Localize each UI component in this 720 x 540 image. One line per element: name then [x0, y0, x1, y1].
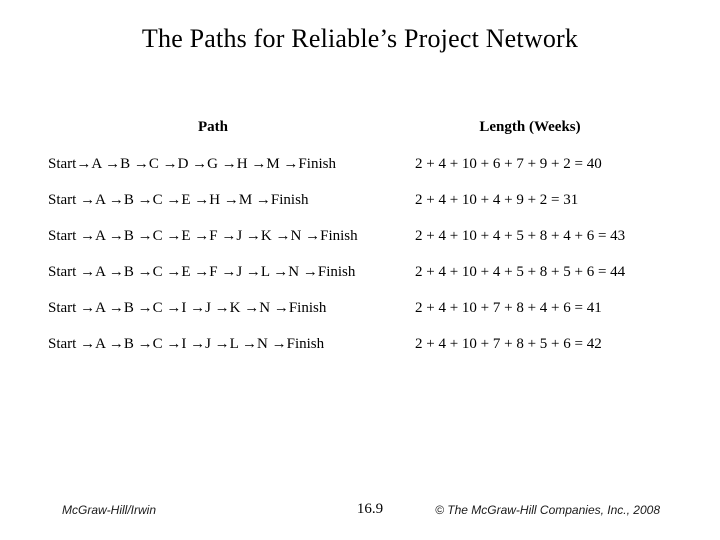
length-cell: 2 + 4 + 10 + 4 + 5 + 8 + 4 + 6 = 43: [415, 228, 626, 244]
path-cell: Start →A →B →C →E →H →M →Finish: [48, 192, 309, 208]
footer-publisher: McGraw-Hill/Irwin: [62, 503, 156, 517]
table-row: Start →A →B →C →I →J →L →N →Finish 2 + 4…: [0, 336, 720, 356]
length-cell: 2 + 4 + 10 + 6 + 7 + 9 + 2 = 40: [415, 156, 602, 172]
length-cell: 2 + 4 + 10 + 7 + 8 + 5 + 6 = 42: [415, 336, 602, 352]
slide-number: 16.9: [356, 501, 384, 517]
table-row: Start →A →B →C →E →H →M →Finish 2 + 4 + …: [0, 192, 720, 212]
footer-copyright: © The McGraw-Hill Companies, Inc., 2008: [435, 503, 660, 517]
length-cell: 2 + 4 + 10 + 7 + 8 + 4 + 6 = 41: [415, 300, 602, 316]
table-row: Start →A →B →C →E →F →J →L →N →Finish 2 …: [0, 264, 720, 284]
path-cell: Start →A →B →C →I →J →K →N →Finish: [48, 300, 327, 316]
column-header-length: Length (Weeks): [479, 119, 581, 135]
table-row: Start →A →B →C →E →F →J →K →N →Finish 2 …: [0, 228, 720, 248]
length-cell: 2 + 4 + 10 + 4 + 9 + 2 = 31: [415, 192, 579, 208]
path-cell: Start →A →B →C →I →J →L →N →Finish: [48, 336, 325, 352]
path-cell: Start →A →B →C →E →F →J →L →N →Finish: [48, 264, 356, 280]
length-cell: 2 + 4 + 10 + 4 + 5 + 8 + 5 + 6 = 44: [415, 264, 626, 280]
table-row: Start→A →B →C →D →G →H →M →Finish 2 + 4 …: [0, 156, 720, 176]
slide-title: The Paths for Reliable’s Project Network: [141, 24, 579, 53]
path-cell: Start→A →B →C →D →G →H →M →Finish: [48, 156, 336, 172]
table-row: Start →A →B →C →I →J →K →N →Finish 2 + 4…: [0, 300, 720, 320]
path-cell: Start →A →B →C →E →F →J →K →N →Finish: [48, 228, 358, 244]
column-header-path: Path: [198, 119, 228, 135]
